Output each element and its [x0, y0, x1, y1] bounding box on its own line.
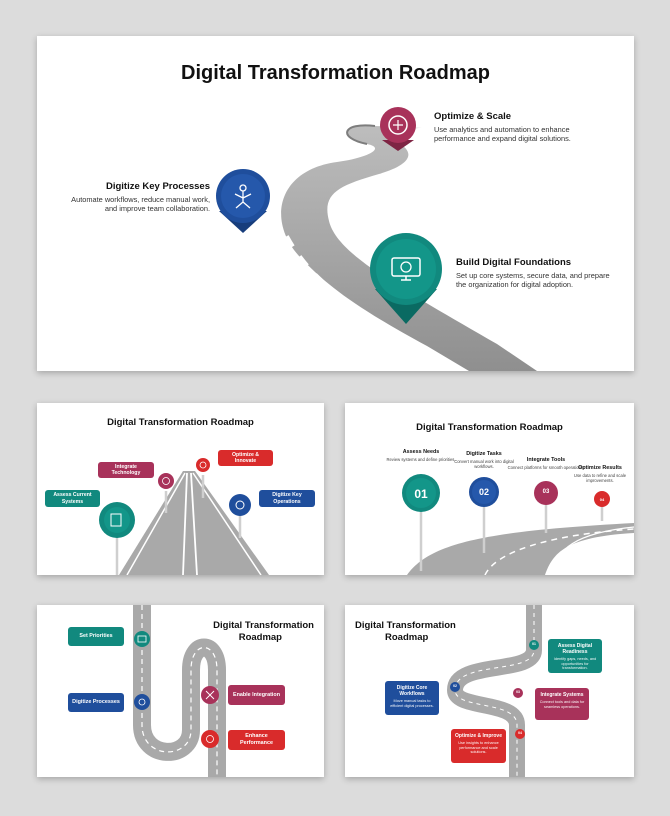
pin-02 — [450, 682, 460, 692]
step-heading-digitize: Digitize Key Processes — [105, 181, 210, 192]
box-assess-heading: Assess Digital Readiness — [557, 643, 593, 655]
label-optimize: Optimize & Innovate — [218, 450, 273, 466]
pin-digitize — [229, 494, 251, 516]
box-integrate-desc: Connect tools and data for seamless oper… — [539, 700, 585, 709]
slide-title-line1: Digital Transformation — [213, 620, 314, 631]
step-heading-3: Integrate Tools — [526, 457, 566, 463]
pin-01 — [529, 640, 539, 650]
step-heading-1: Assess Needs — [402, 449, 440, 455]
pin-02 — [469, 477, 499, 507]
step-desc-3: Connect platforms for smooth operations. — [507, 465, 585, 470]
slide-title-line2: Roadmap — [238, 632, 282, 643]
step-heading-optimize: Optimize & Scale — [434, 111, 512, 122]
slide-main[interactable]: Digital Transformation Roadmap Optimize … — [37, 36, 634, 371]
pin-optimize — [380, 107, 416, 151]
slide-thumb-3[interactable]: Digital Transformation Roadmap Assess Ne… — [345, 403, 634, 575]
label-digitize: Digitize Processes — [68, 693, 124, 712]
pin-04 — [594, 491, 610, 507]
winding-road-illustration — [446, 605, 542, 777]
pin-01 — [402, 474, 440, 512]
slide-title-line1: Digital Transformation — [355, 620, 456, 631]
pin-04 — [515, 729, 525, 739]
step-heading-2: Digitize Tasks — [466, 451, 502, 457]
box-optimize-desc: Use insights to enhance performance and … — [458, 741, 499, 755]
step-heading-build: Build Digital Foundations — [456, 257, 572, 268]
num-01: 01 — [532, 642, 536, 646]
pin-digitize — [134, 694, 150, 710]
road-surface — [281, 125, 537, 371]
step-desc-build-1: Set up core systems, secure data, and pr… — [456, 271, 610, 280]
box-assess: Assess Digital Readiness Identify gaps, … — [548, 639, 602, 673]
label-assess: Assess Current Systems — [45, 490, 100, 507]
label-digitize: Digitize Key Operations — [259, 490, 315, 507]
step-desc-build-2: the organization for digital adoption. — [456, 280, 574, 289]
num-03: 03 — [516, 690, 520, 694]
step-desc-digitize-2: and improve team collaboration. — [104, 204, 210, 213]
label-enable: Enable Integration — [228, 685, 285, 705]
box-assess-desc: Identify gaps, needs, and opportunities … — [553, 657, 597, 671]
serpentine-road-surface — [133, 605, 226, 777]
step-num-2: 02 — [478, 487, 489, 497]
slide-title: Digital Transformation Roadmap — [107, 417, 254, 428]
highway-illustration — [99, 458, 269, 575]
pin-build — [370, 233, 442, 324]
box-optimize-heading: Optimize & Improve — [455, 733, 502, 739]
slide-thumb-2[interactable]: Digital Transformation Roadmap Optimize … — [37, 403, 324, 575]
box-core-desc: Move manual tasks to efficient digital p… — [390, 699, 434, 708]
num-02: 02 — [453, 684, 457, 688]
step-num-4: 04 — [599, 497, 605, 502]
pin-enable — [201, 686, 219, 704]
box-optimize: Optimize & Improve Use insights to enhan… — [451, 729, 506, 763]
serpentine-road-illustration — [133, 605, 226, 777]
pin-enhance — [201, 730, 219, 748]
pin-integrate — [158, 473, 174, 489]
step-heading-4: Optimize Results — [578, 465, 622, 471]
step-num-3: 03 — [542, 489, 550, 495]
label-set: Set Priorities — [68, 627, 124, 646]
pin-03 — [534, 481, 558, 505]
box-integrate: Integrate Systems Connect tools and data… — [535, 688, 589, 720]
slide-thumb-4[interactable]: Digital Transformation Roadmap Set Prior… — [37, 605, 324, 777]
slide-title-line2: Roadmap — [385, 632, 429, 643]
road-illustration — [216, 107, 537, 371]
pin-digitize — [216, 169, 270, 233]
slide-title: Digital Transformation Roadmap — [416, 422, 563, 433]
label-integrate: Integrate Technology — [98, 462, 154, 478]
box-core: Digitize Core Workflows Move manual task… — [385, 681, 439, 715]
step-desc-optimize-2: performance and expand digital solutions… — [434, 134, 571, 143]
slide-thumb-5[interactable]: Digital Transformation Roadmap 01 02 03 … — [345, 605, 634, 777]
pin-optimize — [196, 458, 210, 472]
label-enhance: Enhance Performance — [228, 730, 285, 750]
curve-road-illustration — [402, 474, 634, 575]
road-edge — [346, 124, 376, 145]
page-title: Digital Transformation Roadmap — [181, 62, 490, 84]
pin-assess — [99, 502, 135, 538]
step-desc-digitize-1: Automate workflows, reduce manual work, — [71, 195, 210, 204]
box-integrate-heading: Integrate Systems — [540, 692, 584, 698]
box-core-heading: Digitize Core Workflows — [396, 685, 428, 697]
road-dashes — [285, 235, 458, 371]
step-desc-2: Convert manual work into digital workflo… — [454, 459, 514, 470]
step-desc-4: Use data to refine and scale improvement… — [573, 473, 627, 484]
step-desc-optimize-1: Use analytics and automation to enhance — [434, 125, 570, 134]
step-desc-1: Review systems and define priorities. — [386, 457, 456, 462]
pin-03 — [513, 688, 523, 698]
num-04: 04 — [518, 731, 522, 735]
step-num-1: 01 — [414, 487, 428, 501]
pin-set — [134, 631, 150, 647]
